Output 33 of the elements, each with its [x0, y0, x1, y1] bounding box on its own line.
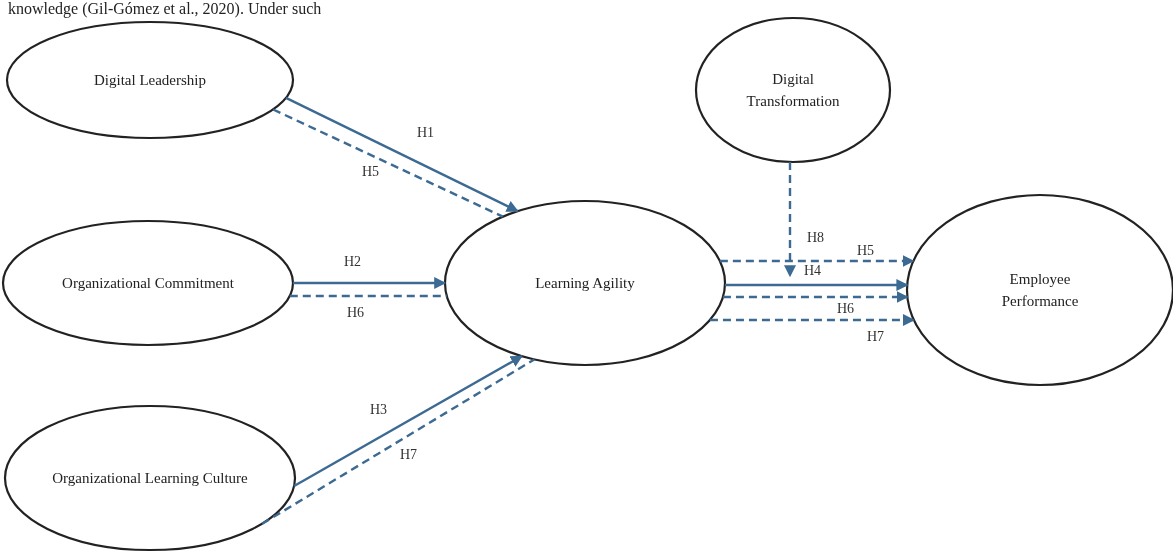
hypothesis-label: H1: [415, 126, 437, 140]
construct-label: Digital Leadership: [93, 70, 206, 90]
hypothesis-label: H2: [342, 255, 364, 269]
hypothesis-label: H5: [855, 244, 877, 258]
hypothesis-label: H7: [865, 330, 887, 344]
construct-ellipse: [5, 20, 295, 140]
construct-ellipse: [3, 404, 297, 552]
path-arrow: [719, 255, 915, 267]
path-arrow: [722, 291, 909, 303]
construct-label: Learning Agility: [535, 273, 635, 293]
path-line: [261, 358, 535, 525]
hypothesis-label: H8: [805, 231, 827, 245]
path-arrow: [724, 279, 909, 291]
path-arrow: [285, 96, 519, 213]
hypothesis-label: H4: [802, 264, 824, 278]
construct-ellipse: [1, 219, 295, 347]
path-arrow: [293, 277, 447, 289]
path-arrow: [784, 161, 796, 278]
path-line: [272, 108, 504, 218]
construct-label: Employee Performance: [1000, 269, 1080, 311]
hypothesis-label: H6: [835, 302, 857, 316]
construct-label: Organizational Learning Culture: [52, 468, 248, 488]
path-arrow: [709, 314, 915, 326]
hypothesis-label: H7: [398, 448, 420, 462]
construct-label: Digital Transformation: [745, 69, 841, 111]
path-line: [289, 294, 447, 298]
construct-ellipse: [694, 16, 892, 164]
hypothesis-label: H6: [345, 306, 367, 320]
path-arrow: [293, 355, 523, 487]
hypothesis-label: H5: [360, 165, 382, 179]
construct-ellipse: [443, 199, 727, 367]
hypothesis-label: H3: [368, 403, 390, 417]
construct-label: Organizational Commitment: [62, 273, 234, 293]
